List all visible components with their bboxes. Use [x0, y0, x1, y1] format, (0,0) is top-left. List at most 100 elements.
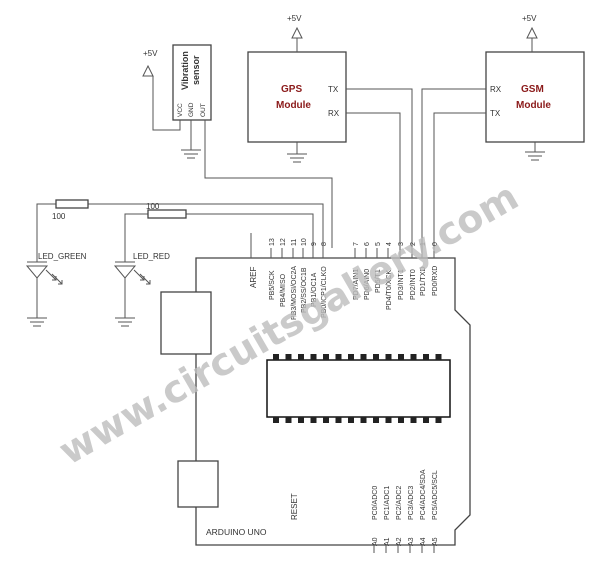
chip-pin: [410, 354, 417, 360]
chip-pin: [335, 417, 342, 423]
gsm-tx-wire: [433, 112, 486, 248]
pin-number-11: 11: [291, 239, 298, 246]
gsm-module: GSM Module RX TX: [485, 51, 585, 143]
chip-pin: [360, 417, 367, 423]
gps-ground: [287, 142, 307, 163]
gps-module-body: [247, 51, 347, 143]
analog-pin-name-a2: PC2/ADC2: [396, 486, 403, 520]
chip-pin: [398, 417, 404, 423]
pin-number-2: 2: [410, 242, 417, 246]
analog-pin-name-a5: PC5/ADC5/SCL: [432, 470, 439, 520]
pin-name-5: PD5/T1: [375, 269, 382, 293]
analog-pin-name-a4: PC4/ADC4/SDA: [420, 469, 427, 520]
chip-pin: [310, 354, 317, 360]
resistor-2: 100: [146, 202, 187, 219]
gsm-ground: [525, 142, 545, 161]
power-jack: [177, 460, 219, 508]
gps-title: GPS: [281, 84, 302, 95]
gps-tx-wire: [346, 88, 413, 248]
chip-pin: [348, 417, 354, 423]
chip-pin: [285, 354, 292, 360]
gps-subtitle: Module: [276, 100, 311, 111]
microcontroller-chip: [266, 359, 451, 418]
led-green-label: LED_GREEN: [38, 252, 87, 261]
analog-pin-name-a3: PC3/ADC3: [408, 486, 415, 520]
pin-name-3: PD3/INT1: [398, 269, 405, 300]
pin-a5: PC5/ADC5/SCL A5: [432, 470, 439, 553]
pin-name-6: PD6/AIN0: [364, 269, 371, 300]
vibration-sensor-title-1: Vibration: [180, 51, 190, 90]
chip-pin: [410, 417, 417, 423]
chip-pins: [273, 354, 442, 423]
aref-label: AREF: [249, 267, 258, 288]
chip-pin: [423, 417, 429, 423]
chip-pin: [335, 354, 342, 360]
resistor-2-value: 100: [146, 202, 160, 211]
gps-pin-tx: TX: [328, 85, 339, 94]
analog-pin-number-a5: A5: [432, 537, 439, 546]
analog-pin-number-a1: A1: [384, 537, 391, 546]
gsm-rx-wire: [421, 88, 486, 248]
pin-name-12: PB4/MISO: [280, 273, 287, 307]
chip-pin: [285, 417, 292, 423]
chip-pin: [273, 417, 279, 423]
led-red-label: LED_RED: [133, 252, 170, 261]
chip-pin: [423, 354, 429, 360]
pin-number-5: 5: [375, 242, 382, 246]
chip-pin: [323, 354, 329, 360]
led-green-wire: [36, 203, 324, 262]
chip-pin: [373, 354, 379, 360]
chip-pin: [323, 417, 329, 423]
pin-number-12: 12: [280, 238, 287, 246]
pin-number-8: 8: [321, 242, 328, 246]
pin-name-11: PB3/MOSI/OC2A: [291, 266, 298, 320]
vibration-supply-label: +5V: [143, 49, 158, 58]
analog-pin-name-a0: PC0/ADC0: [372, 486, 379, 520]
pin-name-4: PD4/T0/XCK: [386, 270, 393, 310]
gsm-pin-tx: TX: [490, 109, 501, 118]
pin-a4: PC4/ADC4/SDA A4: [420, 469, 427, 553]
gsm-pin-rx: RX: [490, 85, 502, 94]
vibration-sensor-title-2: sensor: [191, 55, 201, 85]
chip-pin: [360, 354, 367, 360]
gsm-module-body: [485, 51, 585, 143]
gsm-supply: +5V: [522, 14, 538, 52]
analog-pin-number-a3: A3: [408, 537, 415, 546]
pin-name-13: PB5/SCK: [269, 270, 276, 300]
usb-connector: [160, 291, 212, 355]
pin-name-2: PD2/INT0: [410, 269, 417, 300]
analog-pin-number-a4: A4: [420, 537, 427, 546]
vibration-out-wire: [204, 120, 333, 248]
pin-number-6: 6: [364, 242, 371, 246]
resistor-1: 100: [52, 199, 89, 221]
pin-name-1: PD1/TXD: [420, 266, 427, 296]
pin-number-7: 7: [353, 242, 360, 246]
pin-number-0: 0: [432, 242, 439, 246]
analog-pin-number-a2: A2: [396, 537, 403, 546]
resistor-1-value: 100: [52, 212, 66, 221]
chip-pin: [385, 417, 392, 423]
analog-pin-number-a0: A0: [372, 537, 379, 546]
gps-supply-label: +5V: [287, 14, 302, 23]
pin-number-3: 3: [398, 242, 405, 246]
gps-module: GPS Module TX RX: [247, 51, 347, 143]
pin-number-9: 9: [311, 242, 318, 246]
vibration-pin-gnd: GND: [188, 102, 195, 117]
pin-number-10: 10: [301, 238, 308, 246]
chip-pin: [385, 354, 392, 360]
reset-label: RESET: [290, 493, 299, 520]
